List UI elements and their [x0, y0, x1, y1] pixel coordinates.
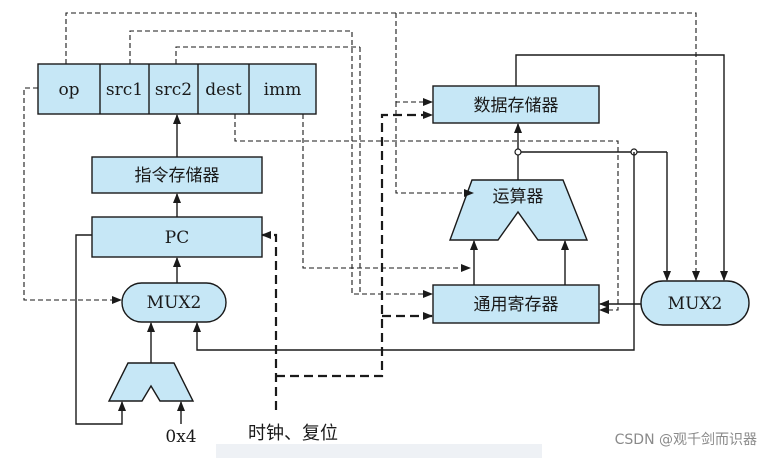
dashed-control-paths [23, 12, 700, 314]
clock-reset-label: 时钟、复位 [248, 423, 338, 444]
caption-band [216, 444, 542, 458]
data-memory-block: 数据存储器 [432, 85, 600, 124]
field-src1: src1 [106, 80, 143, 100]
pc-label: PC [165, 228, 189, 248]
increment-label: 0x4 [165, 427, 196, 447]
pc-block: PC [91, 216, 263, 258]
watermark: CSDN @观千剑而识器 [615, 432, 757, 448]
register-file-block: 通用寄存器 [432, 284, 600, 324]
mux-reg-block: MUX2 [640, 280, 750, 326]
data-memory-label: 数据存储器 [474, 96, 559, 116]
field-src2: src2 [155, 80, 192, 100]
clock-reset-paths [261, 111, 433, 410]
mux-reg-label: MUX2 [668, 294, 723, 314]
instruction-memory-block: 指令存储器 [91, 156, 263, 194]
pc-adder [107, 362, 195, 402]
mux-pc-block: MUX2 [121, 282, 227, 323]
field-imm: imm [264, 80, 302, 100]
register-file-label: 通用寄存器 [474, 295, 559, 315]
instruction-memory-label: 指令存储器 [135, 166, 220, 186]
instruction-register: op src1 src2 dest imm [37, 63, 317, 115]
field-op: op [58, 80, 79, 100]
field-dest: dest [205, 80, 242, 100]
junction-alu-out [514, 148, 522, 156]
solid-paths [75, 54, 728, 425]
alu-block: 运算器 [448, 179, 589, 241]
mux-pc-label: MUX2 [147, 293, 202, 313]
alu-label: 运算器 [493, 187, 544, 207]
